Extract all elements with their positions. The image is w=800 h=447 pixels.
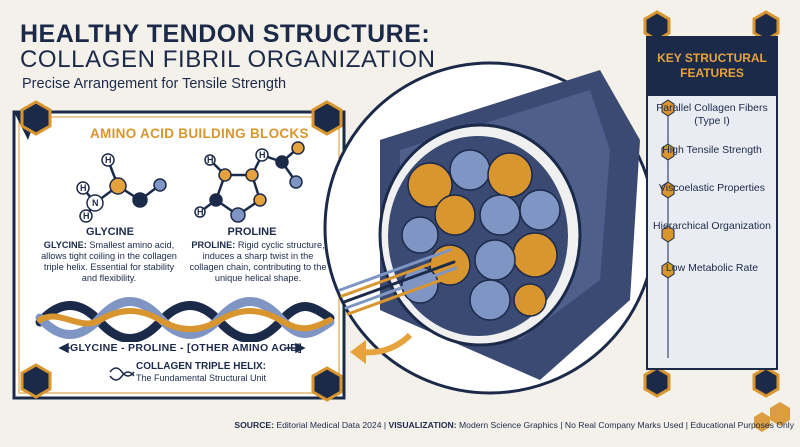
feature-item: Low Metabolic Rate <box>665 262 759 274</box>
glycine-description: GLYCINE: Smallest amino acid, allows tig… <box>36 240 182 284</box>
features-panel-title: KEY STRUCTURAL FEATURES <box>646 36 778 96</box>
atom-h-label: H <box>80 183 87 193</box>
footer-source: Editorial Medical Data 2024 <box>276 420 382 430</box>
feature-item: High Tensile Strength <box>662 144 762 156</box>
footer-vis: Modern Science Graphics | No Real Compan… <box>459 420 794 430</box>
atom-h-label: H <box>207 155 214 165</box>
helix-subtitle: The Fundamental Structural Unit <box>136 373 267 383</box>
atom-n-label: N <box>92 198 99 208</box>
atom-h-label: H <box>83 211 90 221</box>
triple-helix <box>35 297 335 343</box>
features-bullets <box>661 99 675 358</box>
glycine-desc-label: GLYCINE: <box>43 240 87 250</box>
glycine-atoms <box>76 153 167 223</box>
proline-desc-text: Rigid cyclic structure, induces a sharp … <box>189 240 327 283</box>
hexagon-ornaments <box>20 10 780 402</box>
helix-small-icon <box>109 367 135 381</box>
feature-item: Viscoelastic Properties <box>658 182 766 194</box>
page-subtitle: Precise Arrangement for Tensile Strength <box>22 76 287 92</box>
hexagon-decor <box>754 402 790 432</box>
feature-item: Hierarchical Organization <box>653 220 771 232</box>
sequence-label: GLYCINE - PROLINE - [OTHER AMINO ACID] <box>70 342 302 354</box>
page-title: HEALTHY TENDON STRUCTURE: <box>20 20 431 48</box>
proline-name: PROLINE <box>227 226 277 238</box>
glycine-desc-text: Smallest amino acid, allows tight coilin… <box>41 240 177 283</box>
proline-description: PROLINE: Rigid cyclic structure, induces… <box>188 240 328 284</box>
footer-vis-label: VISUALIZATION: <box>388 420 457 430</box>
bullet-hex-icon <box>661 99 675 117</box>
helix-title: COLLAGEN TRIPLE HELIX: <box>136 361 266 372</box>
bullet-hex-icon <box>661 143 675 161</box>
fibril-strands <box>338 248 460 316</box>
glycine-name: GLYCINE <box>86 226 134 238</box>
feature-item: Parallel Collagen Fibers (Type I) <box>656 102 768 127</box>
proline-desc-label: PROLINE: <box>191 240 236 250</box>
zoom-arrow <box>350 332 413 364</box>
page-title-line2: COLLAGEN FIBRIL ORGANIZATION <box>20 46 436 73</box>
atom-h-label: H <box>105 155 112 165</box>
proline-atoms <box>194 141 305 223</box>
footer-credits: SOURCE: Editorial Medical Data 2024 | VI… <box>234 420 794 430</box>
amino-panel-title: AMINO ACID BUILDING BLOCKS <box>90 126 309 141</box>
bullet-hex-icon <box>661 181 675 199</box>
footer-source-label: SOURCE: <box>234 420 274 430</box>
bullet-hex-icon <box>661 225 675 243</box>
bullet-hex-icon <box>661 261 675 279</box>
atom-h-label: H <box>259 150 266 160</box>
atom-h-label: H <box>197 207 204 217</box>
